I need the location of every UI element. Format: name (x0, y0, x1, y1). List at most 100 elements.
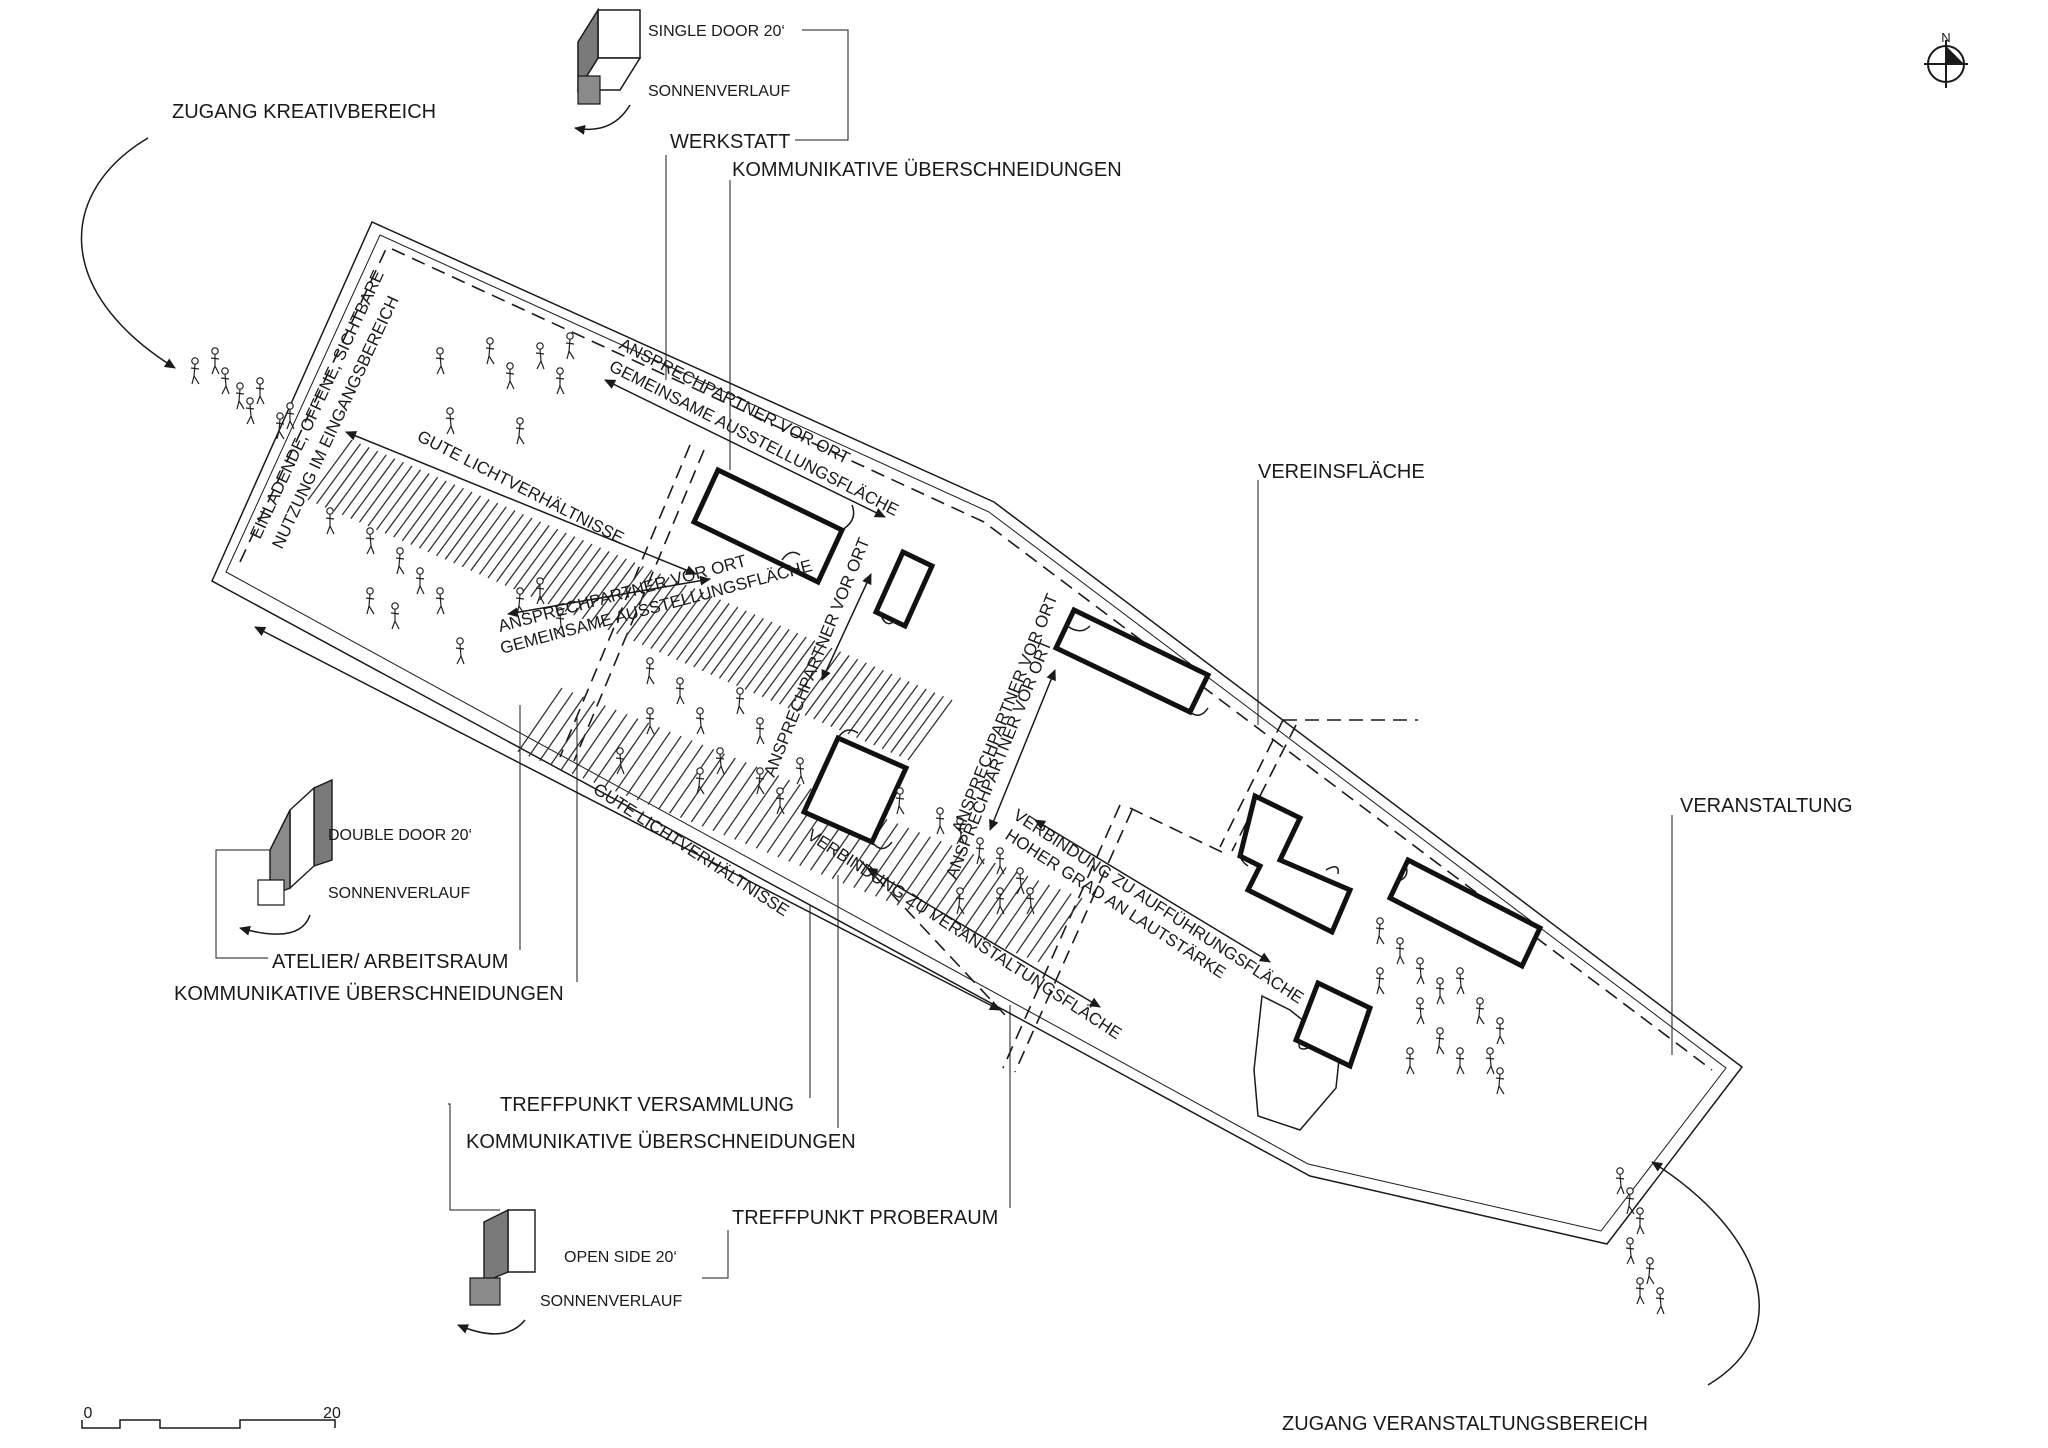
hatch-line (444, 499, 490, 560)
person-figure (1455, 967, 1465, 995)
container-open-type: OPEN SIDE 20‘ (564, 1249, 677, 1266)
container-icon-single (574, 7, 642, 135)
hatch-line (658, 744, 704, 810)
label-werkstatt: WERKSTATT (670, 131, 790, 153)
people-figures (190, 332, 1665, 1315)
person-figure (1635, 1207, 1645, 1235)
hatch-line (718, 617, 764, 679)
person-figure (1025, 887, 1035, 915)
person-figure (1485, 1047, 1495, 1075)
container-double-sun: SONNENVERLAUF (328, 885, 470, 902)
person-figure (675, 677, 685, 705)
hatch-line (324, 447, 370, 508)
person-figure (645, 657, 655, 685)
hatch-line (333, 450, 379, 512)
hatch-line (693, 606, 739, 668)
person-figure (715, 747, 725, 775)
person-figure (415, 567, 425, 595)
hatch-line (1004, 884, 1051, 950)
container-double-type: DOUBLE DOOR 20‘ (328, 827, 472, 844)
hatch-line (1037, 897, 1083, 963)
person-figure (275, 412, 285, 440)
label-atelier: ATELIER/ ARBEITSRAUM (272, 951, 508, 973)
person-figure (755, 717, 765, 745)
container-open-sun: SONNENVERLAUF (540, 1293, 682, 1310)
hatch-line (401, 480, 447, 542)
hatch-line (821, 662, 867, 724)
label-gute-licht-top: GUTE LICHTVERHÄLTNISSE (414, 427, 627, 548)
hatch-line (723, 770, 769, 836)
person-figure (1375, 917, 1385, 945)
hatch-line (847, 673, 893, 735)
hatch-line (470, 510, 516, 571)
hatch-line (341, 454, 387, 516)
hatch-line (753, 632, 799, 694)
hatch-line (679, 753, 726, 818)
person-figure (1415, 957, 1425, 985)
person-figure (505, 362, 515, 390)
hatch-line (669, 748, 715, 814)
hatch-line (766, 788, 812, 853)
hatch-line (513, 528, 559, 590)
site-boundary (211, 221, 1744, 1245)
hatch-line (461, 506, 507, 568)
hatch-line (307, 439, 353, 501)
hatch-line (358, 461, 404, 523)
person-figure (1435, 1027, 1445, 1055)
north-arrow: N (1924, 30, 1968, 88)
label-ansprech-vert-3: ANSPRECHPARTNER VOR ORT (948, 591, 1062, 835)
scale-start: 0 (84, 1405, 93, 1422)
scale-end: 20 (323, 1405, 341, 1422)
label-ansprech-top-1: ANSPRECHPARTNER VOR ORT (616, 335, 853, 468)
hatch-line (593, 718, 639, 783)
hatch-line (636, 735, 682, 801)
hatch-line (864, 681, 910, 742)
hatch-line (712, 766, 758, 832)
person-figure (555, 367, 565, 395)
person-figure (535, 342, 545, 370)
person-figure (1495, 1017, 1505, 1045)
hatch-line (625, 731, 671, 797)
person-figure (325, 507, 335, 535)
person-figure (190, 357, 200, 385)
person-figure (365, 527, 375, 555)
hatch-line (972, 871, 1018, 937)
hatch-line (684, 603, 730, 664)
north-label: N (1941, 30, 1950, 45)
container-narrow (872, 548, 936, 630)
stage-octagon (1253, 979, 1374, 1131)
hatch-line (571, 709, 617, 775)
person-figure (245, 397, 255, 425)
person-figure (220, 367, 230, 395)
person-figure (1435, 977, 1445, 1005)
person-figure (935, 807, 945, 835)
container-verein (1052, 606, 1212, 716)
hatch-line (1015, 888, 1061, 954)
scale-bar: 0 20 (81, 1405, 341, 1429)
person-figure (1405, 1047, 1415, 1075)
label-kommunikative-top: KOMMUNIKATIVE ÜBERSCHNEIDUNGEN (732, 159, 1122, 181)
person-figure (1495, 1067, 1505, 1095)
container-single-sun: SONNENVERLAUF (648, 83, 790, 100)
container-icon-open (457, 1208, 536, 1335)
person-figure (1625, 1187, 1635, 1215)
hatch-line (517, 687, 563, 753)
person-figure (485, 337, 495, 365)
hatch-line (504, 525, 550, 586)
person-figure (695, 707, 705, 735)
hatch-line (427, 491, 473, 553)
hatch-line (604, 722, 650, 788)
hatch-line (549, 700, 596, 766)
hatch-line (418, 487, 464, 549)
hatch-line (453, 502, 499, 564)
person-figure (565, 332, 575, 360)
person-figure (735, 687, 745, 715)
hatch-line (521, 532, 567, 594)
hatch-line (744, 629, 790, 690)
label-treffpunkt-versammlung: TREFFPUNKT VERSAMMLUNG (500, 1094, 794, 1116)
hatch-line (528, 692, 574, 757)
container-stage (1386, 856, 1544, 970)
person-figure (1635, 1277, 1645, 1305)
hatch-line (710, 614, 756, 675)
